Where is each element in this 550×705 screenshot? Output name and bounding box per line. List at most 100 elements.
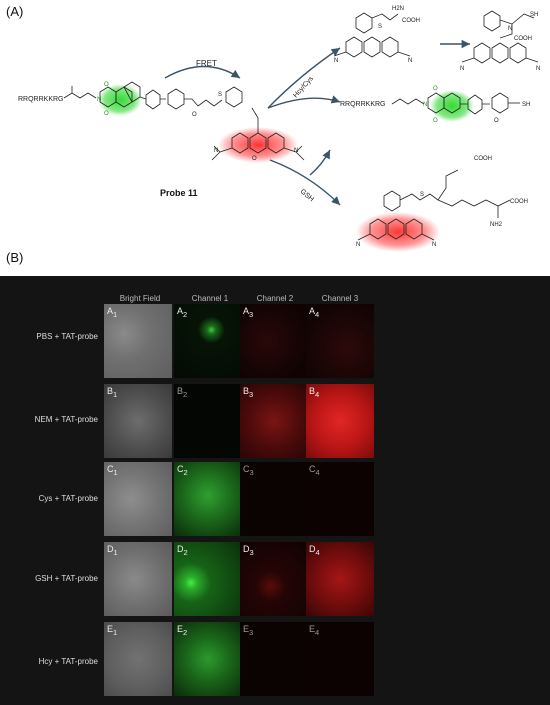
- subpanel-letter: A4: [309, 306, 320, 319]
- subpanel-letter: E3: [243, 624, 254, 637]
- peptide-label: RRQRRKKRG: [18, 96, 64, 103]
- probe-label: Probe 11: [160, 188, 198, 198]
- spiro-n-left: N: [460, 66, 464, 72]
- image-a2-channel-1: A2: [174, 304, 242, 378]
- image-e1-bright-field: E1: [104, 622, 172, 696]
- imide-n: N: [97, 97, 101, 103]
- hcy-cys-label: Hcy/Cys: [292, 75, 315, 99]
- gsh-label: GSH: [299, 188, 315, 203]
- subpanel-letter: B2: [177, 386, 188, 399]
- gsh-adduct-structure: [357, 169, 511, 241]
- adduct-n-right: N: [408, 58, 412, 64]
- green-product-glow: [430, 90, 474, 122]
- image-b3-channel-2: B3: [240, 384, 308, 458]
- product-n: N: [423, 102, 427, 108]
- gsh-nh2: NH2: [490, 222, 503, 228]
- image-c3-channel-2: C3: [240, 462, 308, 536]
- cys-adduct-structure: [333, 12, 411, 58]
- subpanel-letter: C2: [177, 464, 188, 477]
- adduct-n-left: N: [334, 58, 338, 64]
- image-b2-channel-1: B2: [174, 384, 242, 458]
- image-d1-bright-field: D1: [104, 542, 172, 616]
- subpanel-letter: D3: [243, 544, 254, 557]
- subpanel-letter: A1: [107, 306, 118, 319]
- red-fluorophore-glow: [218, 127, 298, 163]
- spiro-n: N: [508, 26, 512, 32]
- carbonyl-o-top: O: [104, 82, 109, 88]
- row-label-nem: NEM + TAT-probe: [34, 415, 98, 424]
- column-header-bright-field: Bright Field: [119, 294, 161, 303]
- column-header-channel-2: Channel 2: [256, 294, 294, 303]
- product-amide-o: O: [494, 118, 499, 124]
- subpanel-letter: C1: [107, 464, 118, 477]
- subpanel-letter: E4: [309, 624, 320, 637]
- subpanel-letter: D4: [309, 544, 320, 557]
- rhodamine-core: [211, 107, 305, 161]
- green-fluorophore-glow: [98, 84, 142, 116]
- peptide-label-product: RRQRRKKRG: [340, 101, 386, 108]
- thioester-s: S: [218, 92, 222, 98]
- sh-label-product: SH: [522, 102, 530, 108]
- image-b4-channel-3: B4: [306, 384, 374, 458]
- fret-label: FRET: [196, 59, 217, 68]
- spiro-n-right: N: [536, 66, 540, 72]
- image-d4-channel-3: D4: [306, 542, 374, 616]
- image-a3-channel-2: A3: [240, 304, 308, 378]
- product-o-bottom: O: [433, 118, 438, 124]
- image-d2-channel-1: D2: [174, 542, 242, 616]
- hcy-cys-arrow: [267, 47, 341, 109]
- subpanel-letter: B1: [107, 386, 118, 399]
- column-header-channel-1: Channel 1: [191, 294, 229, 303]
- h2n-label: H2N: [392, 6, 404, 12]
- subpanel-letter: A3: [243, 306, 254, 319]
- panel-a-label: (A): [6, 4, 24, 19]
- sh-label-top: SH: [530, 12, 538, 18]
- released-naphthalimide: [391, 92, 520, 115]
- image-c4-channel-3: C4: [306, 462, 374, 536]
- fret-arrow: [164, 65, 241, 79]
- gsh-s: S: [420, 192, 424, 198]
- gsh-arrow: [269, 159, 341, 206]
- cooh-spiro: COOH: [514, 36, 532, 42]
- amide-o: O: [192, 112, 197, 118]
- subpanel-letter: A2: [177, 306, 188, 319]
- subpanel-letter: B4: [309, 386, 320, 399]
- spirolactam-structure: [461, 10, 539, 64]
- gsh-cooh-top: COOH: [474, 156, 492, 162]
- red-product-glow: [356, 212, 440, 252]
- gsh-cooh-right: COOH: [510, 199, 528, 205]
- gsh-n-right: N: [432, 242, 436, 248]
- row-label-gsh: GSH + TAT-probe: [35, 574, 98, 583]
- subpanel-letter: C3: [243, 464, 254, 477]
- image-c1-bright-field: C1: [104, 462, 172, 536]
- reaction-scheme: RRQRRKKRG O O N O S O N N Probe 11 FRET …: [18, 6, 540, 252]
- gsh-side-arrow: [309, 149, 331, 176]
- cooh-top: COOH: [402, 18, 420, 24]
- probe-11-structure: [63, 81, 243, 116]
- row-label-cys: Cys + TAT-probe: [38, 494, 98, 503]
- amine-n-left: N: [214, 148, 218, 154]
- product-arrow: [267, 95, 341, 109]
- image-e2-channel-1: E2: [174, 622, 242, 696]
- image-d3-channel-2: D3: [240, 542, 308, 616]
- image-e3-channel-2: E3: [240, 622, 308, 696]
- carbonyl-o-bottom: O: [104, 111, 109, 117]
- xanthene-o: O: [252, 156, 257, 162]
- subpanel-letter: C4: [309, 464, 320, 477]
- image-a1-bright-field: A1: [104, 304, 172, 378]
- subpanel-letter: D2: [177, 544, 188, 557]
- amine-n-right: N: [294, 148, 298, 154]
- column-header-channel-3: Channel 3: [321, 294, 359, 303]
- row-label-hcy: Hcy + TAT-probe: [38, 657, 98, 666]
- panel-b-label: (B): [6, 250, 24, 265]
- image-c2-channel-1: C2: [174, 462, 242, 536]
- image-e4-channel-3: E4: [306, 622, 374, 696]
- subpanel-letter: E2: [177, 624, 188, 637]
- subpanel-letter: D1: [107, 544, 118, 557]
- image-a4-channel-3: A4: [306, 304, 374, 378]
- product-o-top: O: [433, 86, 438, 92]
- gsh-n-left: N: [356, 242, 360, 248]
- image-b1-bright-field: B1: [104, 384, 172, 458]
- subpanel-letter: E1: [107, 624, 118, 637]
- row-label-pbs: PBS + TAT-probe: [36, 332, 98, 341]
